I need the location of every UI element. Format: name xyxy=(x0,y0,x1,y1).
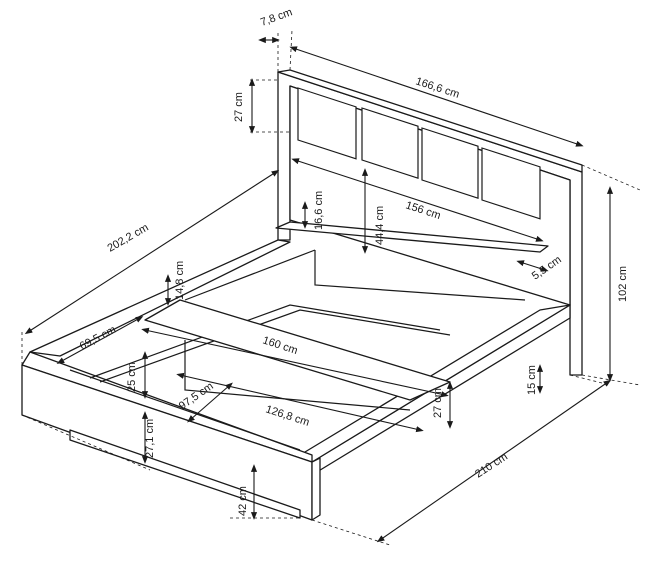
label-foot-height: 27,1 cm xyxy=(144,419,156,458)
dimension-lines xyxy=(24,36,614,543)
label-rail-height: 14,8 cm xyxy=(174,261,186,300)
label-side-height: 27 cm xyxy=(432,388,444,418)
label-storage-width: 97,5 cm xyxy=(177,380,216,412)
label-ground-clearance: 42 cm xyxy=(237,486,249,516)
bed-frame xyxy=(21,239,571,521)
label-headboard-top: 27 cm xyxy=(233,92,245,122)
label-total-length: 210 cm xyxy=(473,451,510,481)
label-headboard-depth: 7,8 cm xyxy=(259,6,294,29)
label-cushion-height: 44,4 cm xyxy=(374,206,386,245)
label-storage-length: 126,8 cm xyxy=(264,403,311,428)
label-side-length: 202,2 cm xyxy=(106,222,151,255)
label-leg-clearance: 15 cm xyxy=(526,365,538,395)
label-total-height: 102 cm xyxy=(617,266,629,302)
label-storage-height: 25 cm xyxy=(126,362,138,392)
label-shelf-gap: 16,6 cm xyxy=(313,191,325,230)
